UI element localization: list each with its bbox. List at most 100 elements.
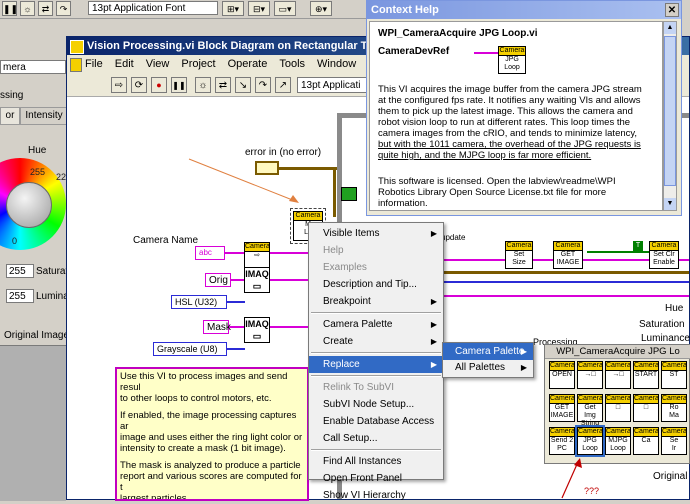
context-menu-show-vi-hierarchy[interactable]: Show VI Hierarchy	[323, 490, 406, 501]
run-continuously-button[interactable]: ⟳	[131, 77, 147, 93]
camera-set-size-node[interactable]: Camera Set Size	[505, 241, 533, 269]
context-menu-subvi-node-setup[interactable]: SubVI Node Setup...	[323, 399, 415, 410]
diagram-font-select[interactable]: 13pt Applicati	[297, 77, 375, 93]
hue-small-value: 22	[56, 172, 66, 182]
submenu-arrow-icon: ▶	[430, 360, 437, 369]
orig-constant[interactable]: Orig	[205, 273, 231, 287]
camera-field[interactable]: mera	[0, 60, 66, 74]
submenu-arrow-icon: ▶	[430, 337, 437, 346]
annotation-arrow	[188, 158, 299, 203]
processing-label: Processing	[533, 337, 578, 347]
hsl-enum[interactable]: HSL (U32)	[171, 295, 227, 309]
context-menu-description-and-tip[interactable]: Description and Tip...	[323, 279, 417, 290]
replace-submenu: Camera Palette▶ All Palettes▶	[442, 342, 534, 378]
context-menu-enable-database-access[interactable]: Enable Database Access	[323, 416, 435, 427]
hue-color-wheel[interactable]: 255 0 22	[0, 158, 66, 250]
step-out-button[interactable]: ↗	[275, 77, 291, 93]
retain-wire-button[interactable]: ⇄	[38, 1, 53, 16]
luminance-value[interactable]: 255	[6, 289, 34, 303]
camera-get-image-node[interactable]: Camera GET IMAGE	[553, 241, 583, 269]
menu-edit[interactable]: Edit	[114, 58, 134, 70]
saturation-value[interactable]: 255	[6, 264, 34, 278]
camera-open-node[interactable]: Camera⇨	[244, 242, 270, 268]
resize-button[interactable]: ▭▾	[274, 1, 296, 16]
distribute-button[interactable]: ⊟▾	[248, 1, 270, 16]
tab-or[interactable]: or	[0, 107, 20, 125]
grayscale-enum[interactable]: Grayscale (U8)	[153, 342, 227, 356]
processing-label: ssing	[0, 90, 24, 101]
menu-tools[interactable]: Tools	[279, 58, 306, 70]
context-help-scrollbar[interactable]: ▲ ▼	[663, 21, 677, 211]
close-icon[interactable]: ✕	[665, 3, 679, 17]
imaq-create-orig-node[interactable]: IMAQ▭	[244, 267, 270, 293]
terminal-label: CameraDevRef	[378, 46, 450, 57]
palette-item-0-2[interactable]: Camera→□	[605, 361, 631, 389]
scroll-down-arrow[interactable]: ▼	[664, 198, 676, 210]
imaq-create-mask-node[interactable]: IMAQ▭	[244, 317, 270, 343]
hue-knob[interactable]	[6, 182, 52, 228]
pause-button[interactable]: ❚❚	[2, 1, 18, 16]
reorder-button[interactable]: ⊕▾	[310, 1, 332, 16]
scroll-thumb[interactable]	[664, 36, 676, 186]
step-over-button[interactable]: ↷	[255, 77, 271, 93]
step-over-button[interactable]: ↷	[56, 1, 71, 16]
retain-wire-values-button[interactable]: ⇄	[215, 77, 231, 93]
light-bulb-button[interactable]: ☼	[20, 1, 35, 16]
context-menu-replace[interactable]: Replace▶	[309, 356, 443, 373]
context-menu-visible-items[interactable]: Visible Items▶	[309, 225, 443, 242]
true-constant[interactable]: T	[633, 241, 643, 251]
context-menu-call-setup[interactable]: Call Setup...	[323, 433, 378, 444]
scroll-up-arrow[interactable]: ▲	[664, 22, 676, 34]
step-into-button[interactable]: ↘	[235, 77, 251, 93]
context-menu-camera-palette[interactable]: Camera Palette▶	[309, 316, 443, 333]
submenu-camera-palette[interactable]: Camera Palette▶	[443, 343, 533, 360]
palette-item-0-1[interactable]: Camera→□	[577, 361, 603, 389]
menu-view[interactable]: View	[145, 58, 170, 70]
palette-item-1-2[interactable]: Camera□	[605, 394, 631, 422]
align-button[interactable]: ⊞▾	[222, 1, 244, 16]
camera-set-clr-enable-node[interactable]: Camera Set Clr Enable	[649, 241, 679, 269]
abort-button[interactable]: ●	[151, 77, 167, 93]
error-in-terminal[interactable]	[255, 161, 279, 175]
help-description-underlined: but with the 1011 camera, the overhead o…	[378, 139, 641, 161]
palette-item-1-3[interactable]: Camera□	[633, 394, 659, 422]
font-select[interactable]: 13pt Application Font	[88, 1, 218, 15]
context-menu-examples: Examples	[323, 262, 367, 273]
update-node-label: update	[441, 233, 466, 242]
menu-operate[interactable]: Operate	[227, 58, 268, 70]
menu-file[interactable]: File	[85, 58, 103, 70]
abc-constant[interactable]: abc	[195, 246, 225, 260]
vi-name: WPI_CameraAcquire JPG Loop.vi	[378, 28, 538, 39]
context-menu-find-all-instances[interactable]: Find All Instances	[323, 456, 402, 467]
tab-intensity[interactable]: Intensity	[20, 107, 68, 125]
context-menu-breakpoint[interactable]: Breakpoint▶	[309, 293, 443, 310]
context-menu-open-front-panel[interactable]: Open Front Panel	[323, 473, 402, 484]
menu-project[interactable]: Project	[181, 58, 216, 70]
highlight-execution-button[interactable]: ☼	[195, 77, 211, 93]
run-button[interactable]: ⇨	[111, 77, 127, 93]
pause-button[interactable]: ❚❚	[171, 77, 187, 93]
help-license: This software is licensed. Open the labv…	[378, 176, 616, 209]
menu-separator	[311, 312, 441, 314]
mask-constant[interactable]: Mask	[203, 320, 231, 334]
labview-icon	[70, 40, 84, 54]
submenu-all-palettes[interactable]: All Palettes▶	[455, 362, 527, 373]
menu-separator	[311, 375, 441, 377]
context-menu-create[interactable]: Create▶	[309, 333, 443, 350]
menu-window[interactable]: Window	[317, 58, 357, 70]
original-terminal-label: Original	[653, 471, 688, 482]
original-image-display	[0, 345, 66, 501]
context-help-titlebar[interactable]: Context Help ✕	[367, 1, 681, 19]
